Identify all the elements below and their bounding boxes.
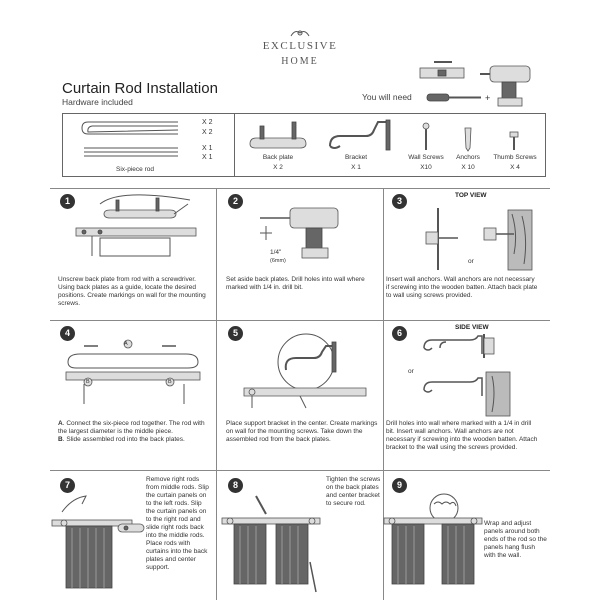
step-7-illustration: [51, 495, 133, 589]
step-8-illustration: [221, 495, 321, 593]
rod-qty-3: X 1: [202, 145, 213, 152]
step-9-illustration: [383, 493, 483, 585]
bracket-icon: [329, 119, 391, 151]
step-2-number: 2: [228, 194, 243, 209]
step-3-number: 3: [392, 194, 407, 209]
brand-crest-icon: [290, 30, 310, 37]
anchors-label: Anchors: [456, 154, 480, 161]
step-6-number: 6: [392, 326, 407, 341]
thumb-screws-qty: X 4: [510, 164, 520, 171]
step-3-illustration: [425, 208, 533, 271]
step-3-or: or: [468, 258, 474, 265]
step-3-text: Insert wall anchors. Wall anchors are no…: [386, 276, 538, 299]
step-5-illustration: [243, 333, 367, 409]
step-4-number: 4: [60, 326, 75, 341]
step-7-number: 7: [60, 478, 75, 493]
step-5-number: 5: [228, 326, 243, 341]
anchor-icon: [464, 127, 472, 152]
step-4-label-b: B: [58, 436, 63, 443]
step-6-text: Drill holes into wall where marked with …: [386, 420, 538, 451]
anchors-qty: X 10: [461, 164, 475, 171]
screwdriver-icon: +: [426, 93, 490, 103]
step-9-number: 9: [392, 478, 407, 493]
row-divider-3: [50, 470, 550, 471]
step-4-marker-b-left: B: [86, 379, 90, 385]
step-4-text-a-body: Connect the six-piece rod together. The …: [58, 420, 205, 435]
step-1-text: Unscrew back plate from rod with a screw…: [58, 276, 206, 307]
hardware-divider: [234, 113, 235, 177]
svg-text:+: +: [485, 93, 490, 103]
row-divider-1: [50, 188, 550, 189]
step-6-illustration: [423, 334, 511, 417]
drill-bit-size-mm: (6mm): [270, 258, 286, 264]
rod-qty-4: X 1: [202, 154, 213, 161]
step-4-text-b: B. Slide assembled rod into the back pla…: [58, 436, 185, 443]
step-4-marker-b-right: B: [168, 379, 172, 385]
hardware-box: [62, 113, 546, 177]
brand-name-line2: HOME: [281, 56, 319, 67]
step-8-text: Tighten the screws on the back plates an…: [326, 476, 381, 507]
step-9-text: Wrap and adjust panels around both ends …: [484, 520, 547, 559]
rod-qty-2: X 2: [202, 129, 213, 136]
column-divider-1: [216, 188, 217, 600]
page-title: Curtain Rod Installation: [62, 80, 218, 97]
step-7-text: Remove right rods from middle rods. Slip…: [146, 476, 209, 571]
back-plate-qty: X 2: [273, 164, 283, 171]
back-plate-label: Back plate: [262, 154, 294, 161]
step-1-illustration: [75, 194, 197, 257]
wall-screws-qty: X10: [420, 164, 432, 171]
step-4-marker-a: A: [124, 341, 128, 347]
step-4-text-b-body: Slide assembled rod into the back plates…: [66, 436, 185, 443]
step-7-right-rod-icon: [117, 523, 145, 533]
power-drill-icon: [480, 65, 531, 107]
bracket-qty: X 1: [351, 164, 361, 171]
step-6-view-label: SIDE VIEW: [455, 324, 489, 331]
drill-bit-size-label: 1/4": [270, 249, 282, 256]
step-2-text: Set aside back plates. Drill holes into …: [226, 276, 365, 291]
back-plate-icon: [249, 121, 307, 149]
step-3-view-label: TOP VIEW: [455, 192, 487, 199]
brand-name: EXCLUSIVE: [262, 40, 338, 52]
step-8-number: 8: [228, 478, 243, 493]
page-subtitle: Hardware included: [62, 97, 133, 107]
bracket-label: Bracket: [344, 154, 368, 161]
column-divider-2: [383, 188, 384, 600]
rod-qty-1: X 2: [202, 119, 213, 126]
step-2-drill-illustration: [260, 207, 339, 259]
step-6-or: or: [408, 368, 414, 375]
step-4-illustration: [65, 339, 201, 404]
wall-screw-icon: [422, 122, 430, 150]
thumb-screw-icon: [509, 131, 519, 150]
step-1-number: 1: [60, 194, 75, 209]
six-piece-rod-icon: [81, 121, 179, 157]
step-4-label-a: A: [58, 420, 63, 427]
level-icon: [419, 61, 465, 79]
thumb-screws-label: Thumb Screws: [493, 154, 537, 161]
step-5-text: Place support bracket in the center. Cre…: [226, 420, 378, 443]
you-will-need-label: You will need: [362, 92, 412, 102]
six-piece-rod-label: Six-piece rod: [116, 166, 154, 173]
step-4-text-a: A. Connect the six-piece rod together. T…: [58, 420, 205, 435]
wall-screws-label: Wall Screws: [408, 154, 444, 161]
row-divider-2: [50, 320, 550, 321]
